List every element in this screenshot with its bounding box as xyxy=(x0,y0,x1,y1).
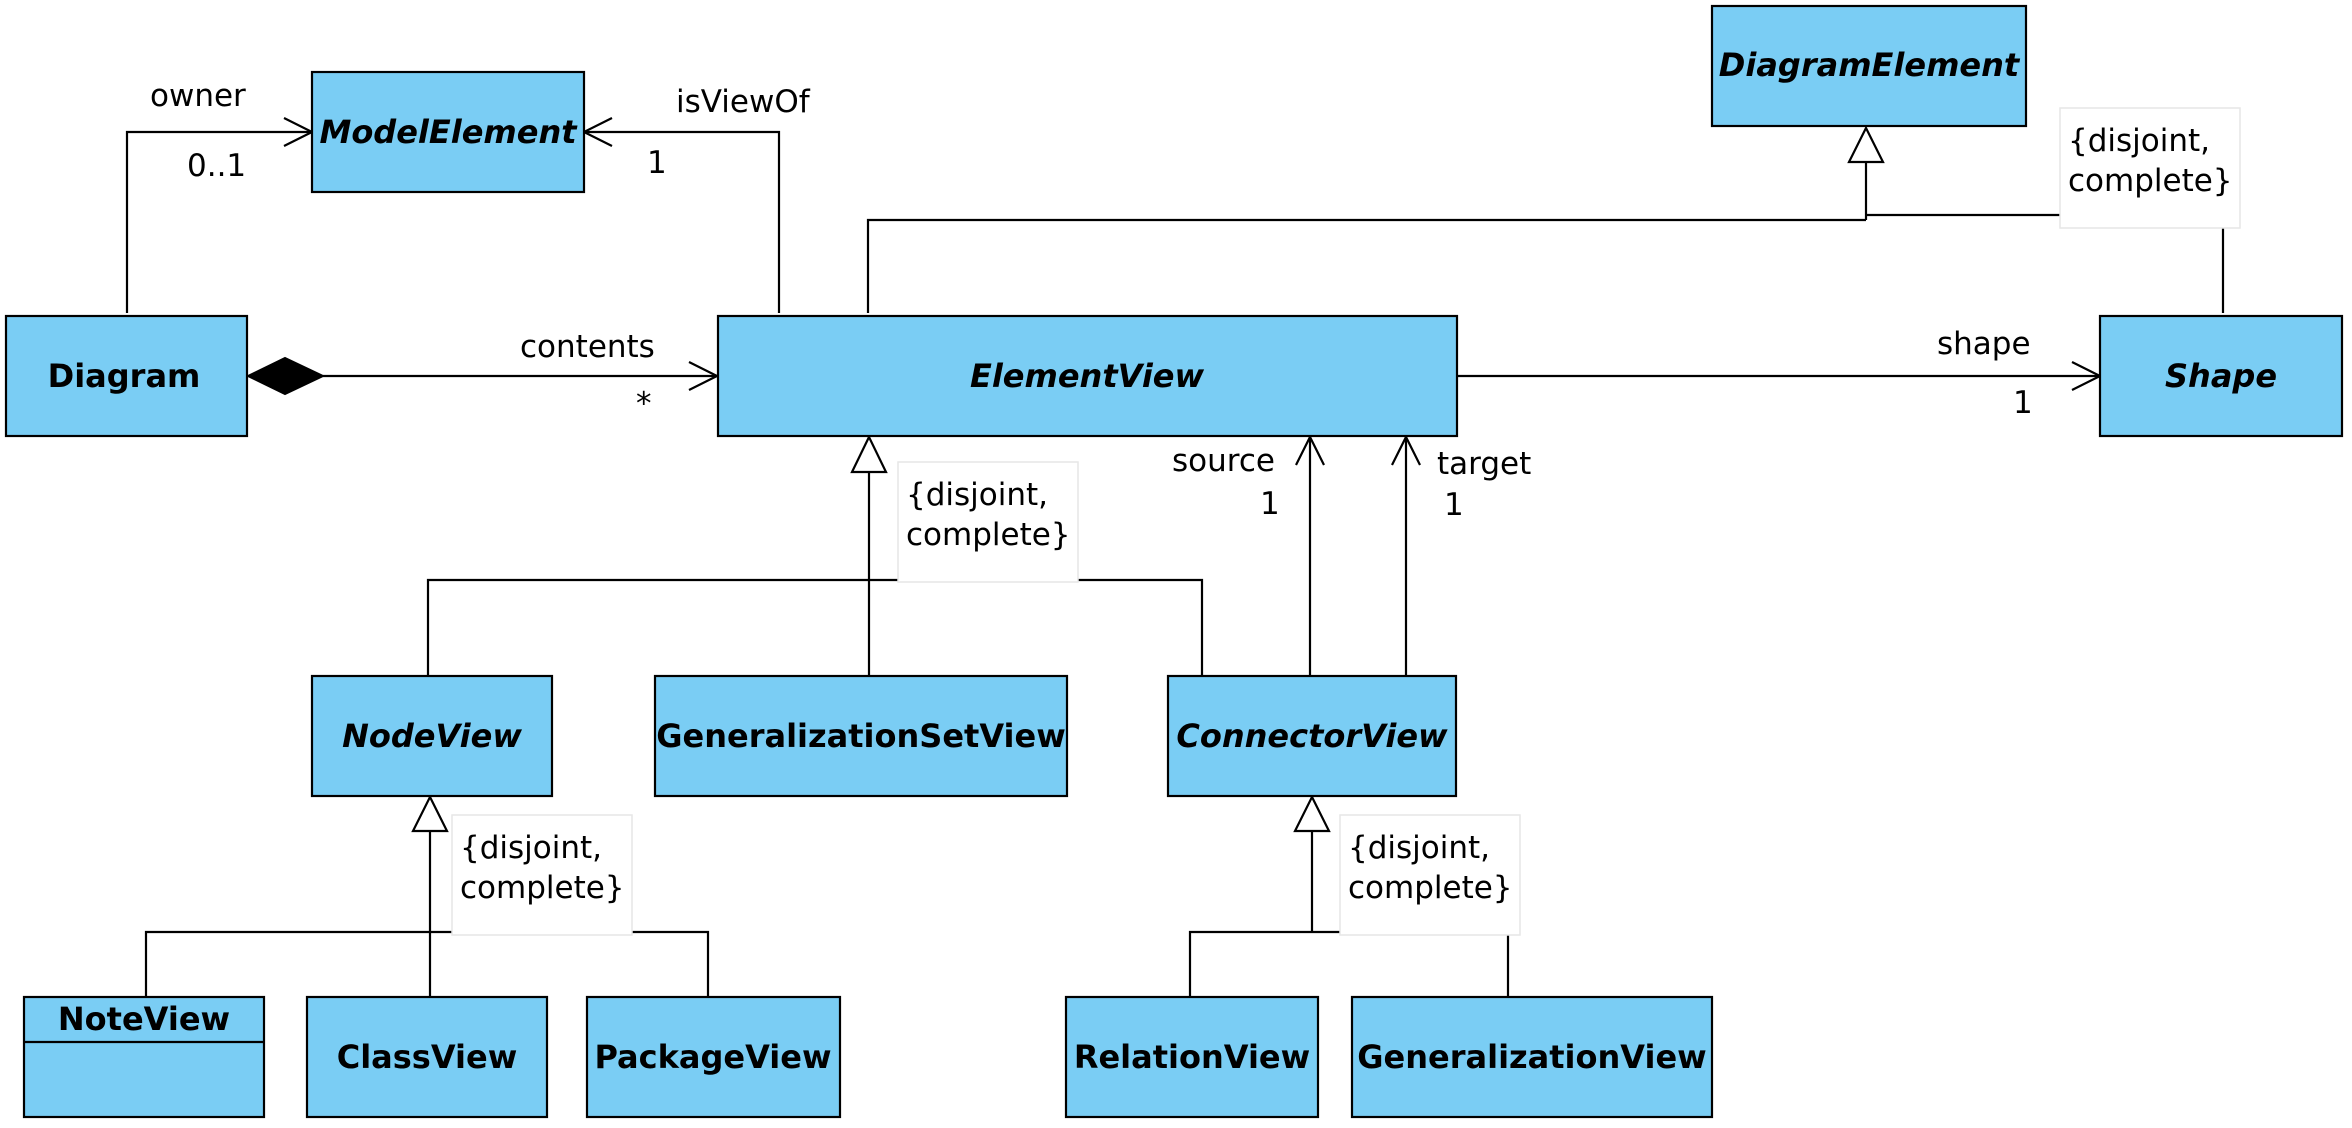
class-name: RelationView xyxy=(1074,1038,1310,1076)
class-diagram: Diagram xyxy=(4,314,249,438)
constraint-line-1: {disjoint, xyxy=(906,477,1048,513)
class-name: ModelElement xyxy=(319,113,578,151)
class-note-view: NoteView xyxy=(22,995,266,1119)
source-association xyxy=(1295,434,1325,675)
constraint-line-1: {disjoint, xyxy=(460,830,602,866)
class-model-element: ModelElement xyxy=(310,70,586,194)
class-name: ElementView xyxy=(970,357,1205,395)
source-role-label: source xyxy=(1172,443,1275,479)
diagram-element-generalization xyxy=(866,125,2225,313)
shape-association xyxy=(1458,361,2103,391)
owner-role-label: owner xyxy=(150,78,246,114)
class-name: GeneralizationView xyxy=(1357,1038,1706,1076)
class-name: PackageView xyxy=(594,1038,831,1076)
class-name: NoteView xyxy=(58,1000,230,1038)
shape-role-label: shape xyxy=(1937,326,2031,362)
class-relation-view: RelationView xyxy=(1064,995,1320,1119)
constraint-line-2: complete} xyxy=(906,517,1071,553)
contents-role-label: contents xyxy=(520,329,655,365)
class-class-view: ClassView xyxy=(305,995,549,1119)
class-connector-view: ConnectorView xyxy=(1166,674,1458,798)
constraint-line-2: complete} xyxy=(1348,870,1513,906)
class-name: ConnectorView xyxy=(1176,717,1448,755)
class-name: Diagram xyxy=(48,357,201,395)
class-package-view: PackageView xyxy=(585,995,842,1119)
contents-composition xyxy=(245,356,720,396)
composition-diamond xyxy=(245,356,326,396)
class-name: NodeView xyxy=(342,717,522,755)
owner-multiplicity-label: 0..1 xyxy=(187,148,246,184)
class-shape: Shape xyxy=(2098,314,2344,438)
generalization-triangle xyxy=(411,794,449,833)
constraint-line-2: complete} xyxy=(460,870,625,906)
class-name: ClassView xyxy=(337,1038,518,1076)
class-name: Shape xyxy=(2165,357,2277,395)
node-view-generalization xyxy=(144,794,710,996)
generalization-triangle xyxy=(1293,794,1331,833)
class-generalization-set-view: GeneralizationSetView xyxy=(653,674,1069,798)
is-view-of-role-label: isViewOf xyxy=(676,84,811,120)
class-name: GeneralizationSetView xyxy=(656,717,1066,755)
class-name: DiagramElement xyxy=(1719,46,2021,84)
constraint-element-view: {disjoint, complete} xyxy=(897,461,1079,583)
target-association xyxy=(1391,434,1421,675)
target-role-label: target xyxy=(1437,446,1531,482)
constraint-line-1: {disjoint, xyxy=(1348,830,1490,866)
class-node-view: NodeView xyxy=(310,674,554,798)
class-element-view: ElementView xyxy=(716,314,1459,438)
target-multiplicity-label: 1 xyxy=(1444,487,1464,523)
constraint-line-2: complete} xyxy=(2068,163,2233,199)
shape-multiplicity-label: 1 xyxy=(2013,385,2033,421)
generalization-triangle xyxy=(850,434,888,474)
generalization-triangle xyxy=(1847,125,1885,164)
is-view-of-association xyxy=(581,117,781,313)
source-multiplicity-label: 1 xyxy=(1260,486,1280,522)
class-generalization-view: GeneralizationView xyxy=(1350,995,1714,1119)
class-diagram-element: DiagramElement xyxy=(1710,4,2028,128)
constraint-node-view: {disjoint, complete} xyxy=(451,814,633,936)
constraint-diagram-element: {disjoint, complete} xyxy=(2059,107,2241,229)
contents-multiplicity-label: * xyxy=(636,386,652,422)
constraint-line-1: {disjoint, xyxy=(2068,123,2210,159)
constraint-connector-view: {disjoint, complete} xyxy=(1339,814,1521,936)
is-view-of-multiplicity-label: 1 xyxy=(647,145,667,181)
element-view-generalization xyxy=(426,434,1204,675)
